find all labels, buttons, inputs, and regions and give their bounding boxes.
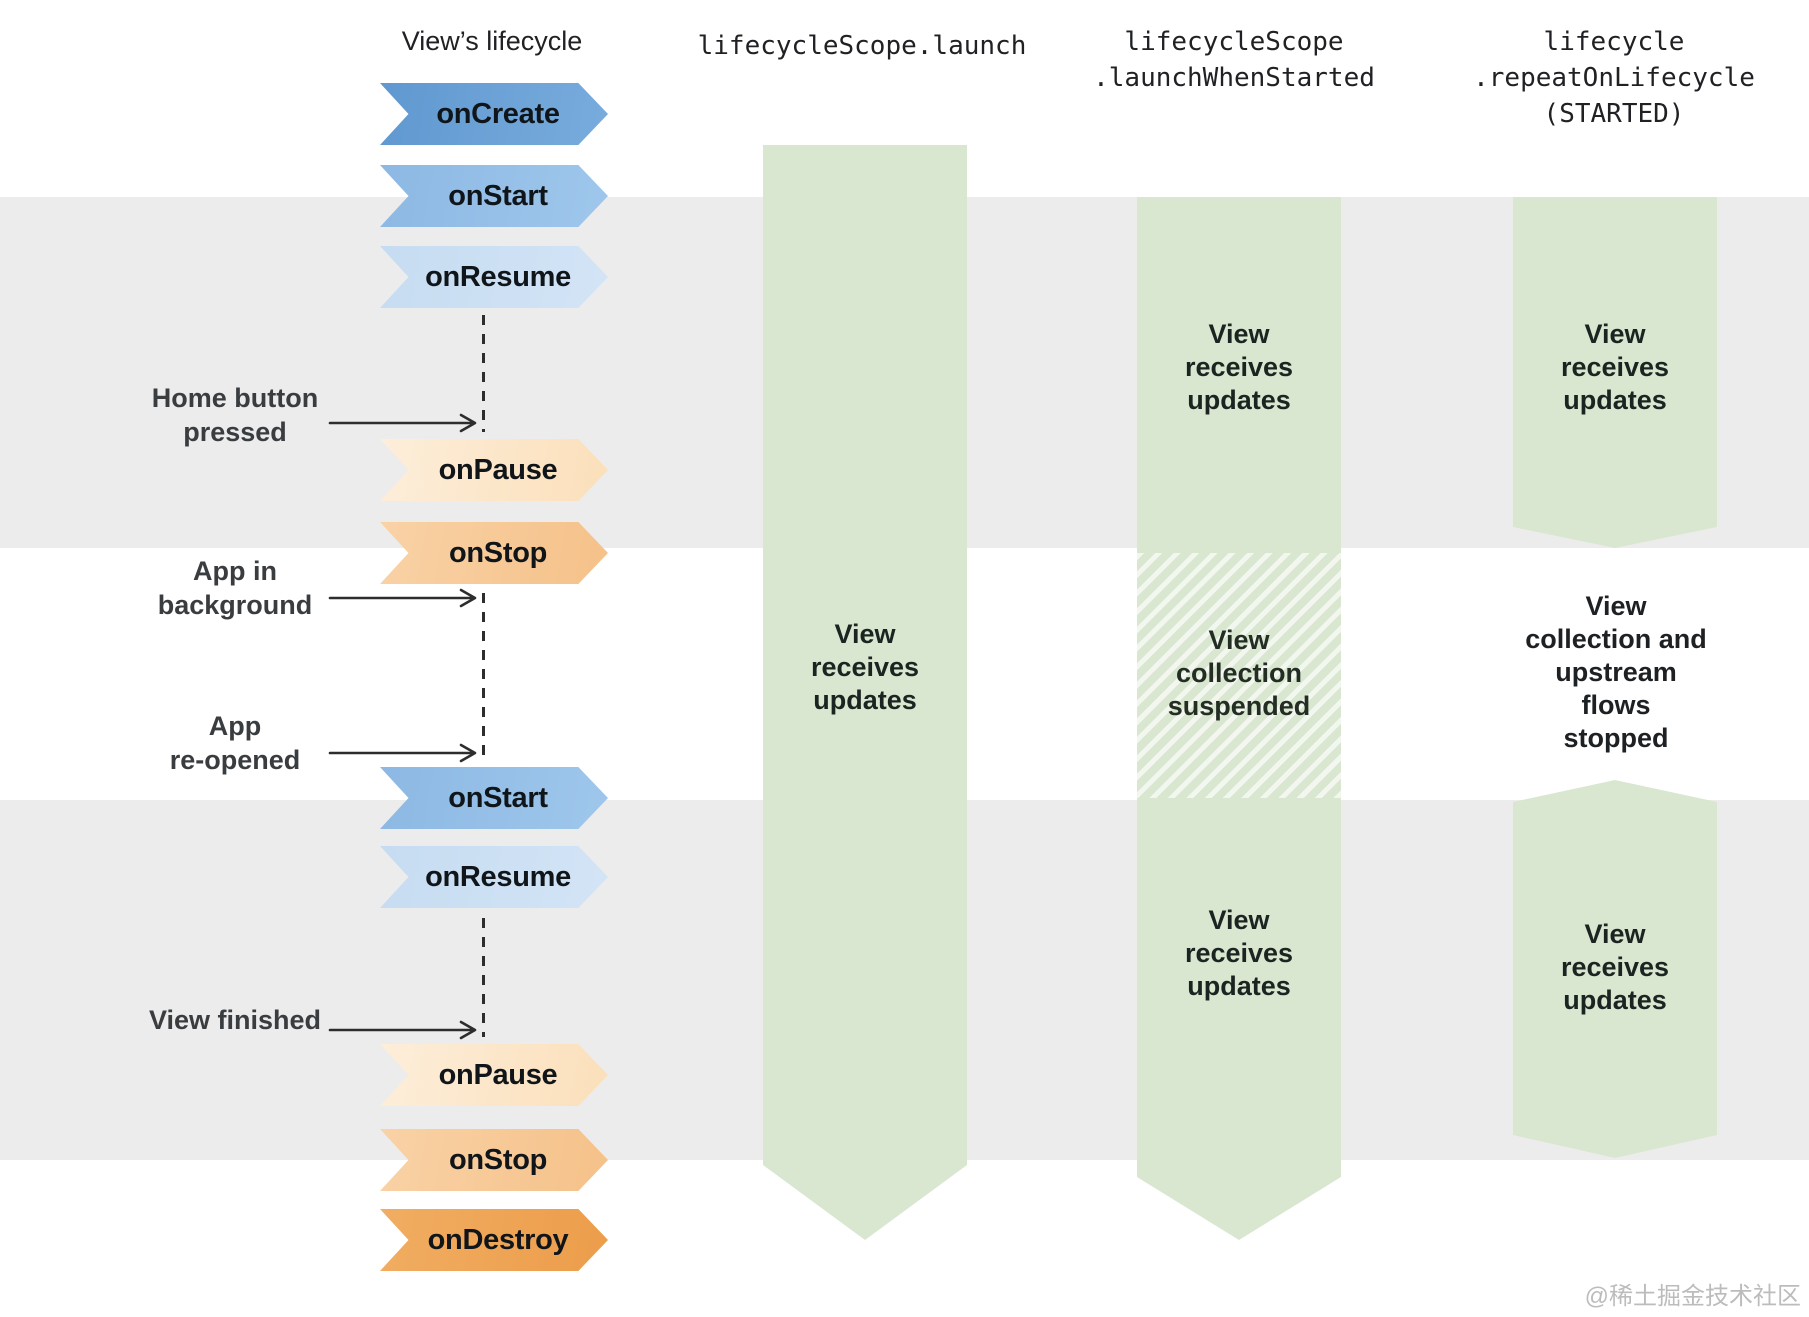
lifecycle-chevron-oncreate: onCreate [380, 83, 608, 145]
chevron-label: onStop [448, 536, 548, 569]
column-header-launchwhenstarted: lifecycleScope .launchWhenStarted [1093, 27, 1375, 93]
repeatonlifecycle-text-middle: View collection and upstream flows stopp… [1525, 591, 1707, 753]
column-header-lifecyclescope-launch: lifecycleScope.launch [697, 31, 1027, 61]
chevron-label: onResume [425, 260, 571, 293]
lifecycle-chevron-onpause-2: onPause [380, 1044, 608, 1106]
lifecycle-chevron-onstop-2: onStop [380, 1129, 608, 1191]
launch-bar-text: View receives updates [810, 619, 920, 715]
lifecycle-chevron-onresume-2: onResume [380, 846, 608, 908]
lifecycle-chevron-onstart-1: onStart [380, 165, 608, 227]
chevron-label: onStop [448, 1143, 548, 1176]
watermark: @稀土掘金技术社区 [1584, 1283, 1801, 1310]
launchwhenstarted-text-bottom: View receives updates [1184, 905, 1294, 1001]
chevron-label: onDestroy [427, 1223, 569, 1256]
lifecycle-chevron-onstart-2: onStart [380, 767, 608, 829]
repeatonlifecycle-bar-bottom [1513, 780, 1717, 1158]
repeatonlifecycle-text-bottom: View receives updates [1560, 919, 1670, 1015]
dashed-connector-1 [482, 315, 485, 432]
launchwhenstarted-text-suspended: View collection suspended [1167, 625, 1311, 721]
chevron-label: onPause [438, 453, 558, 486]
column-header-views-lifecycle: View’s lifecycle [401, 26, 583, 56]
event-label-app-reopened: App re-opened [169, 711, 301, 775]
dashed-connector-3 [482, 918, 485, 1037]
lifecycle-chevron-ondestroy: onDestroy [380, 1209, 608, 1271]
event-arrow-icon [328, 743, 477, 763]
launch-timeline-bar [763, 145, 967, 1240]
event-arrow-icon [328, 413, 477, 433]
lifecycle-chevron-onstop-1: onStop [380, 522, 608, 584]
suspended-hatch-overlay [1137, 553, 1341, 798]
event-label-view-finished: View finished [148, 1005, 322, 1035]
repeatonlifecycle-bar-top [1513, 197, 1717, 548]
event-label-home-button-pressed: Home button pressed [151, 383, 319, 447]
lifecycle-chevron-onresume-1: onResume [380, 246, 608, 308]
event-arrow-icon [328, 588, 477, 608]
chevron-label: onStart [448, 781, 548, 814]
chevron-label: onStart [448, 179, 548, 212]
event-label-app-in-background: App in background [157, 556, 313, 620]
repeatonlifecycle-text-top: View receives updates [1560, 319, 1670, 415]
launchwhenstarted-text-top: View receives updates [1184, 319, 1294, 415]
chevron-label: onResume [425, 860, 571, 893]
event-arrow-icon [328, 1020, 477, 1040]
column-header-repeatonlifecycle: lifecycle .repeatOnLifecycle (STARTED) [1473, 27, 1755, 129]
chevron-label: onCreate [436, 97, 560, 130]
chevron-label: onPause [438, 1058, 558, 1091]
lifecycle-chevron-onpause-1: onPause [380, 439, 608, 501]
dashed-connector-2 [482, 593, 485, 762]
